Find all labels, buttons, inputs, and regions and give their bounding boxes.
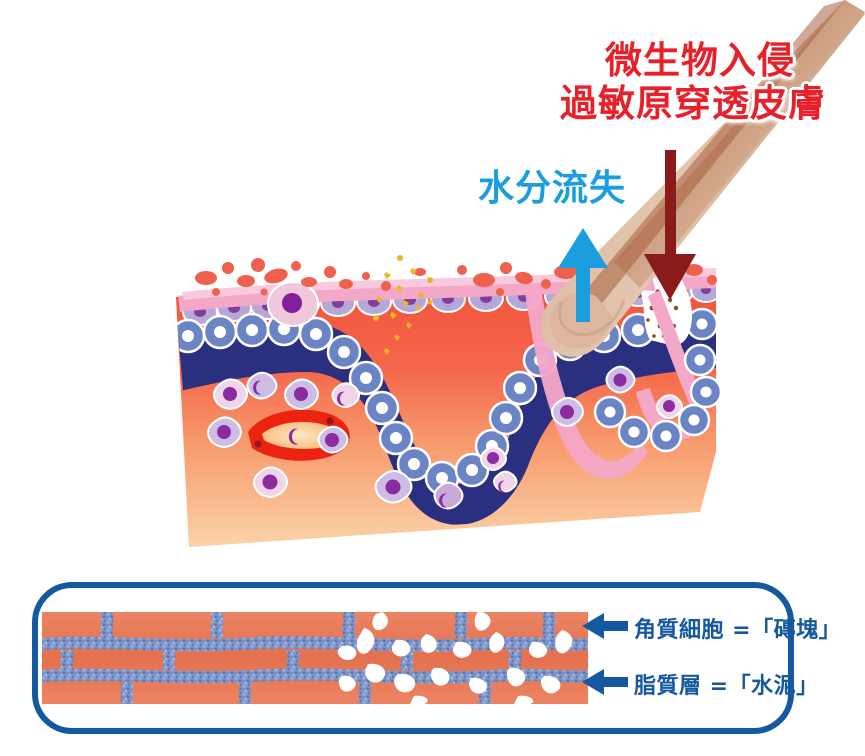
invasion-callout-line1: 微生物入侵 — [605, 39, 795, 82]
immune-cells — [207, 365, 683, 510]
surface-keratinocyte — [267, 281, 319, 327]
water-loss-arrow — [558, 228, 608, 322]
invasion-arrow — [644, 150, 696, 300]
corneum-fold-right — [636, 290, 705, 440]
skin-cross-section-illustration — [175, 0, 865, 547]
invasion-callout-line2: 過敏原穿透皮膚 — [560, 81, 826, 125]
basal-layer-band — [176, 320, 716, 525]
lipid-pointer-arrow — [582, 669, 628, 695]
barrier-defects — [337, 612, 573, 704]
allergen-particles — [373, 255, 433, 355]
invasion-callout: 微生物入侵 過敏原穿透皮膚 — [560, 39, 826, 125]
lipid-label: 脂質層 =「水泥」 — [634, 674, 819, 699]
basal-cells-right-fold — [593, 343, 723, 453]
corneocyte-pointer-arrow — [582, 613, 628, 639]
scratching-nail — [541, 0, 865, 357]
brick-wall-image — [42, 612, 588, 704]
water-loss-callout: 水分流失 — [478, 168, 627, 209]
corneocyte-label: 角質細胞 =「磚塊」 — [634, 618, 842, 643]
